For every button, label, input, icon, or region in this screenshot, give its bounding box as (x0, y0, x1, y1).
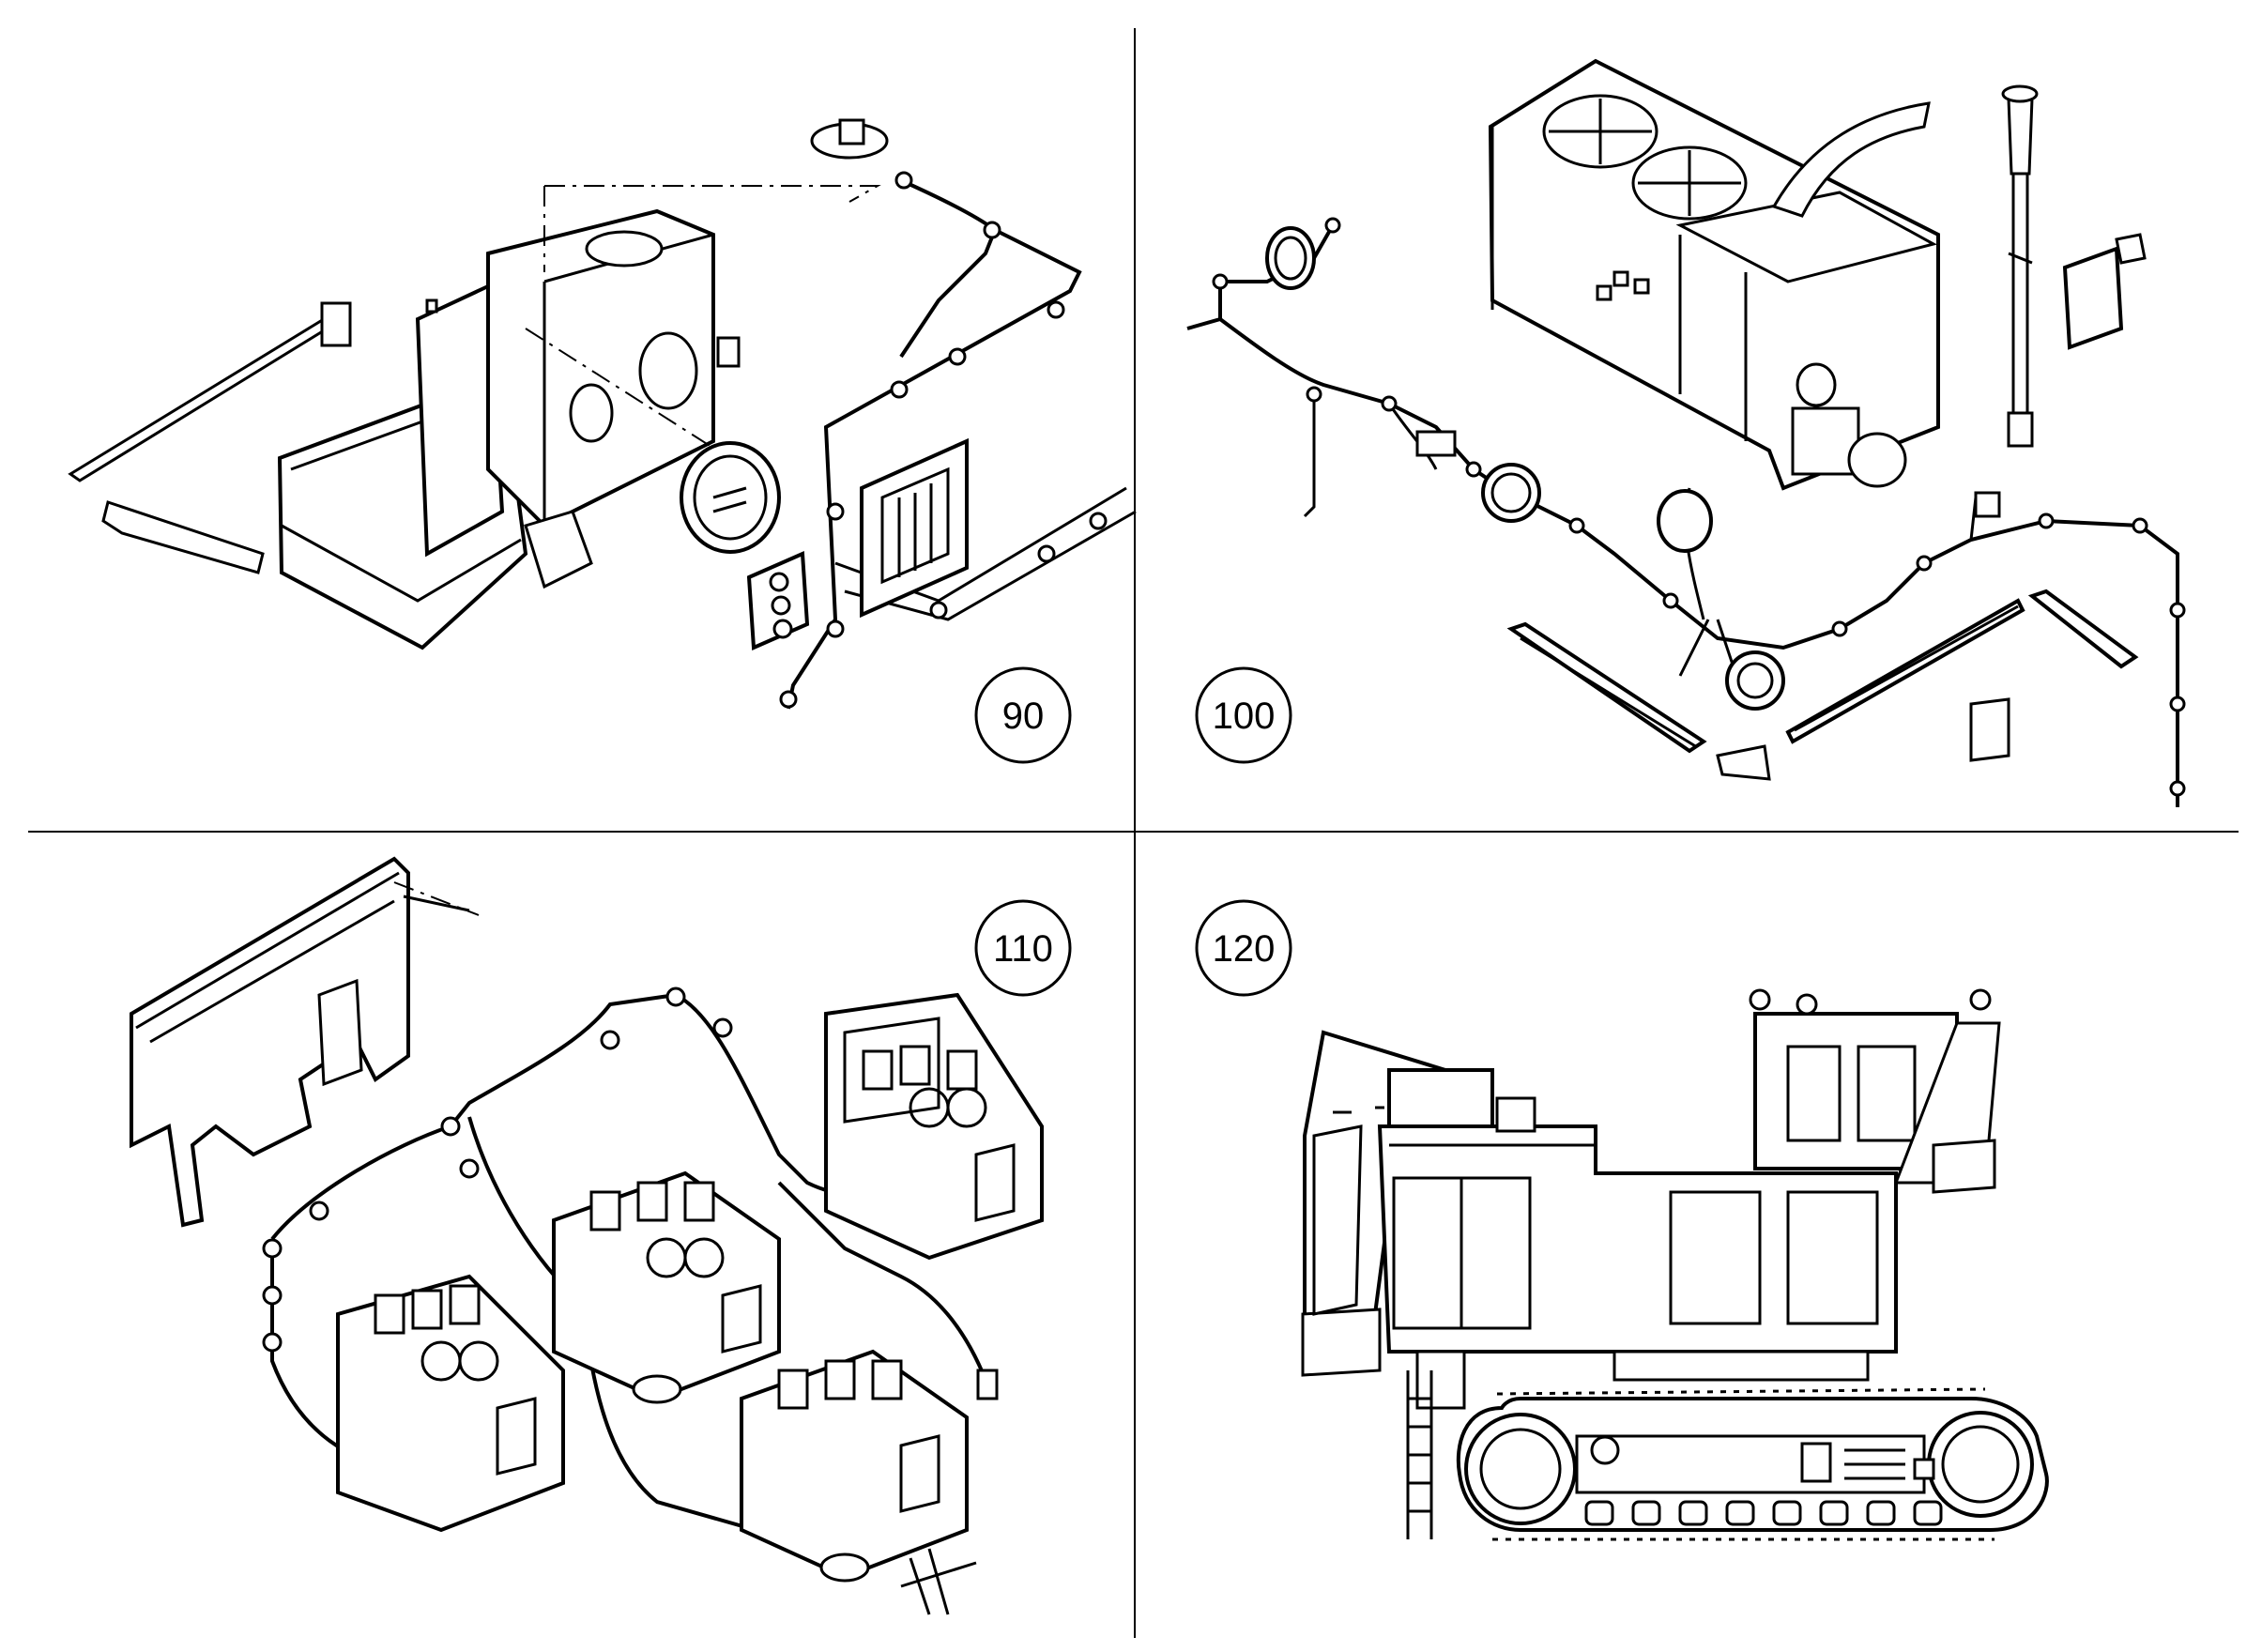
panel-120: 120 (1195, 899, 2049, 1541)
panel-dividers (28, 28, 2239, 1638)
panel-110-callout (974, 899, 1072, 997)
panel-100: 100 (1186, 58, 2186, 807)
hydraulic-excavator-side-view-icon (1301, 988, 2049, 1541)
panel-110: 110 (130, 856, 1072, 1615)
panel-100-label: 100 (1213, 696, 1276, 737)
control-cabinet-wiring-harness-icon (68, 118, 1137, 710)
panel-110-label: 110 (993, 928, 1053, 970)
panel-90-callout (974, 666, 1072, 764)
panel-120-label: 120 (1213, 928, 1276, 970)
panel-100-callout (1195, 666, 1292, 764)
panel-90-label: 90 (1002, 696, 1045, 737)
panel-90: 90 (68, 118, 1137, 764)
panel-120-callout (1195, 899, 1292, 997)
valve-block-wiring-harness-icon (130, 856, 1044, 1615)
machinery-house-cable-routing-icon (1186, 58, 2186, 807)
